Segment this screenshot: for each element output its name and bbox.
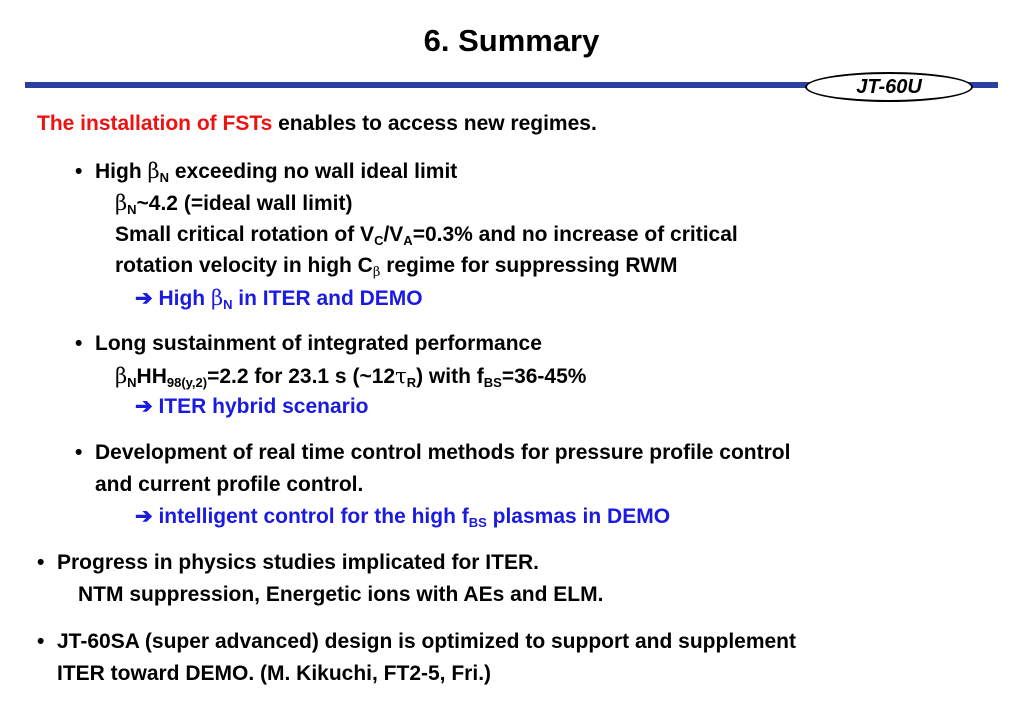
intro-line: The installation of FSTs enables to acce… [37, 111, 597, 137]
bullet-1-line-3: Small critical rotation of VC/VA=0.3% an… [115, 223, 738, 248]
bullet-3-conclusion: ➔ intelligent control for the high fBS p… [135, 505, 671, 530]
bullet-3-line-2: and current profile control. [95, 473, 364, 496]
beta-symbol: β [210, 286, 224, 310]
beta-symbol: β [372, 265, 381, 280]
bullet-4-line-1: •Progress in physics studies implicated … [37, 551, 539, 574]
page-title: 6. Summary [423, 23, 600, 58]
bullet-1-line-4: rotation velocity in high Cβ regime for … [115, 254, 678, 280]
jt60u-badge: JT-60U [805, 72, 973, 102]
bullet-icon: • [37, 630, 45, 653]
beta-symbol: β [147, 159, 160, 183]
header-rule [25, 82, 998, 88]
bullet-2-conclusion: ➔ ITER hybrid scenario [135, 395, 369, 418]
intro-text: enables to access new regimes. [272, 112, 597, 135]
bullet-icon: • [37, 551, 45, 574]
tau-symbol: τ [395, 364, 407, 388]
bullet-1-conclusion: ➔ High βN in ITER and DEMO [135, 286, 423, 312]
beta-symbol: β [115, 191, 128, 215]
bullet-icon: • [75, 160, 83, 183]
bullet-4-line-2: NTM suppression, Energetic ions with AEs… [78, 583, 604, 606]
arrow-icon: ➔ [135, 505, 153, 528]
bullet-1-line-2: βN~4.2 (=ideal wall limit) [115, 191, 353, 217]
bullet-icon: • [75, 441, 83, 464]
bullet-2-line-1: •Long sustainment of integrated performa… [75, 332, 542, 355]
bullet-3-line-1: •Development of real time control method… [75, 441, 791, 464]
beta-symbol: β [115, 364, 128, 388]
bullet-2-line-2: βNHH98(y,2)=2.2 for 23.1 s (~12τR) with … [115, 364, 587, 390]
bullet-5-line-1: •JT-60SA (super advanced) design is opti… [37, 630, 796, 653]
arrow-icon: ➔ [135, 287, 153, 310]
arrow-icon: ➔ [135, 395, 153, 418]
bullet-icon: • [75, 332, 83, 355]
intro-highlight: The installation of FSTs [37, 112, 273, 135]
bullet-5-line-2: ITER toward DEMO. (M. Kikuchi, FT2-5, Fr… [57, 662, 492, 685]
bullet-1-line-1: •High βN exceeding no wall ideal limit [75, 159, 458, 185]
